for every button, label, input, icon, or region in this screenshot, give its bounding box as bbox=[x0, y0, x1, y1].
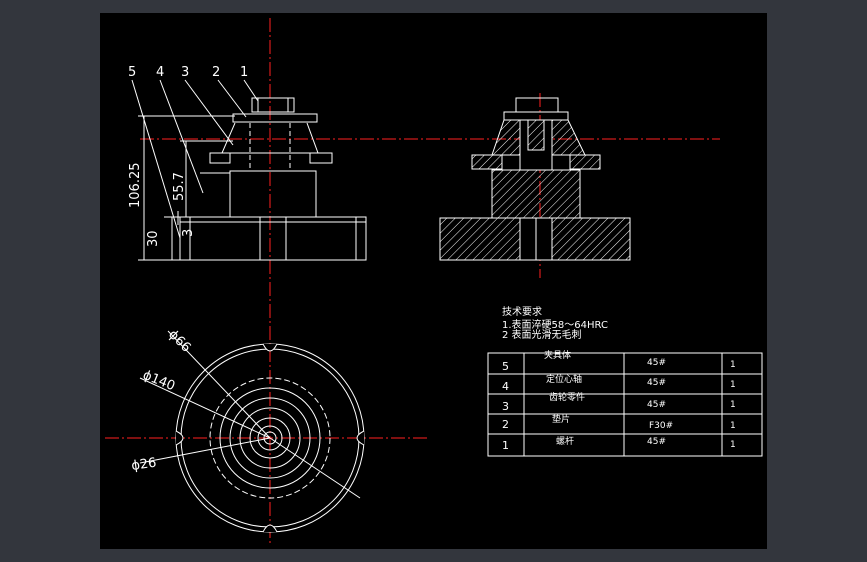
row-material: 45# bbox=[647, 358, 666, 368]
balloon-4: 4 bbox=[156, 65, 164, 80]
table-row: 3 齿轮零件 45# 1 bbox=[502, 391, 736, 413]
row-name: 螺杆 bbox=[556, 435, 574, 447]
row-no: 2 bbox=[502, 418, 509, 431]
section-view bbox=[439, 97, 631, 261]
dimension-55-7: 55.7 bbox=[172, 172, 187, 201]
row-no: 4 bbox=[502, 380, 509, 393]
drawing-canvas: 5 4 3 2 1 106.25 55.7 3 30 bbox=[100, 13, 767, 549]
dimension-dia-140: ϕ140 bbox=[141, 368, 178, 394]
row-name: 垫片 bbox=[552, 413, 570, 425]
row-name: 定位心轴 bbox=[546, 373, 582, 385]
dimension-106-25: 106.25 bbox=[128, 163, 143, 209]
row-material: 45# bbox=[647, 378, 666, 388]
row-qty: 1 bbox=[730, 421, 736, 431]
dimension-30: 30 bbox=[146, 230, 161, 247]
row-material: 45# bbox=[647, 400, 666, 410]
row-no: 5 bbox=[502, 360, 509, 373]
row-qty: 1 bbox=[730, 360, 736, 370]
table-row: 4 定位心轴 45# 1 bbox=[502, 373, 736, 393]
balloon-1: 1 bbox=[240, 65, 248, 80]
balloon-3: 3 bbox=[181, 65, 189, 80]
row-no: 1 bbox=[502, 439, 509, 452]
table-row: 1 螺杆 45# 1 bbox=[502, 435, 736, 452]
notes-title: 技术要求 bbox=[502, 305, 542, 318]
row-material: 45# bbox=[647, 437, 666, 447]
parts-table bbox=[487, 352, 763, 457]
row-no: 3 bbox=[502, 400, 509, 413]
cad-drawing: 5 4 3 2 1 106.25 55.7 3 30 bbox=[105, 18, 763, 543]
table-row: 5 夹具体 45# 1 bbox=[502, 349, 736, 373]
dimension-dia-26: ϕ26 bbox=[130, 456, 157, 474]
front-view-dimensions bbox=[131, 79, 259, 261]
front-view bbox=[179, 97, 367, 261]
dimension-3: 3 bbox=[181, 229, 196, 237]
table-row: 2 垫片 F30# 1 bbox=[502, 413, 736, 431]
row-qty: 1 bbox=[730, 440, 736, 450]
balloon-5: 5 bbox=[128, 65, 136, 80]
dimension-dia-66: ϕ66 bbox=[165, 327, 193, 355]
row-name: 齿轮零件 bbox=[549, 391, 585, 403]
row-material: F30# bbox=[649, 421, 673, 431]
notes-line-1: 1.表面淬硬58～64HRC bbox=[502, 318, 608, 331]
row-name: 夹具体 bbox=[544, 349, 571, 361]
row-qty: 1 bbox=[730, 380, 736, 390]
notes-line-2: 2 表面光滑无毛刺 bbox=[502, 328, 582, 341]
top-view bbox=[139, 330, 365, 533]
balloon-2: 2 bbox=[212, 65, 220, 80]
row-qty: 1 bbox=[730, 400, 736, 410]
